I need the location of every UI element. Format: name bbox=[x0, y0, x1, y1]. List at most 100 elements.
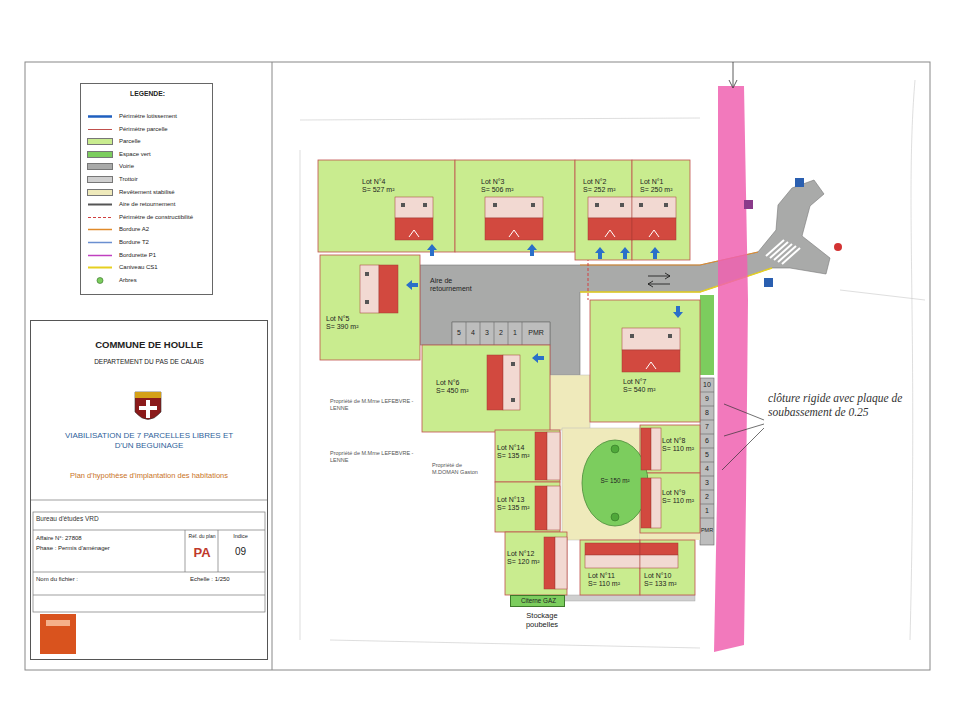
text-block: Lot N°6S= 450 m² bbox=[436, 379, 469, 396]
plan-shape bbox=[509, 230, 519, 237]
lot-label: S= 540 m² bbox=[623, 386, 656, 394]
legend-row: Voirie bbox=[87, 162, 208, 171]
lot-label: Lot N°6 bbox=[436, 379, 469, 387]
lot-parcel: Lot N°4S= 527 m² bbox=[318, 160, 455, 252]
parking-number: 3 bbox=[700, 479, 714, 487]
lot-parcel: Lot N°5S= 390 m² bbox=[320, 255, 420, 360]
handwritten-note: clôture rigide avec plaque de soubasseme… bbox=[768, 392, 903, 420]
plan-shape bbox=[714, 86, 748, 652]
text-block: Lot N°5S= 390 m² bbox=[326, 315, 359, 332]
plan-shape bbox=[646, 362, 656, 369]
plan-shape bbox=[580, 540, 640, 595]
plan-shape bbox=[320, 255, 420, 360]
plan-shape bbox=[135, 392, 161, 398]
lot-label: S= 110 m² bbox=[588, 580, 620, 588]
plan-shape bbox=[33, 595, 265, 596]
cartouche-field: Echelle : 1/250 bbox=[190, 576, 264, 583]
plan-shape bbox=[700, 462, 714, 463]
title-text: VIABILISATION DE 7 PARCELLES LIBRES ET D… bbox=[59, 431, 239, 450]
sheet-frame bbox=[25, 62, 930, 670]
legend-sample bbox=[87, 200, 113, 209]
lot-parcel: Lot N°9S= 110 m² bbox=[640, 473, 700, 533]
plan-shape bbox=[840, 290, 925, 300]
plan-shape bbox=[641, 428, 651, 470]
lot-parcel: Lot N°10S= 133 m² bbox=[640, 540, 695, 595]
line-sample bbox=[88, 242, 112, 244]
title-text: DEPARTEMENT DU PAS DE CALAIS bbox=[39, 358, 259, 366]
plan-shape bbox=[452, 322, 550, 345]
legend-row: Parcelle bbox=[87, 137, 208, 146]
plan-shape bbox=[218, 530, 219, 572]
legend-swatch bbox=[87, 138, 113, 145]
houses bbox=[360, 197, 680, 589]
plan-shape bbox=[782, 248, 800, 264]
plan-shape bbox=[611, 513, 619, 521]
legend-row: Bordurette P1 bbox=[87, 251, 208, 260]
plan-shape bbox=[40, 614, 76, 654]
lot-label: S= 506 m² bbox=[481, 186, 514, 194]
plan-shape bbox=[582, 440, 648, 526]
plan-shape bbox=[724, 404, 764, 420]
hedge-fence bbox=[714, 62, 748, 652]
plan-reference: PA bbox=[186, 545, 218, 561]
plan-shape bbox=[834, 243, 842, 251]
walkways bbox=[550, 295, 714, 601]
cartouche-field: Bureau d'études VRD bbox=[36, 515, 176, 523]
legend-text: Périmètre parcelle bbox=[119, 125, 168, 134]
plan-shape bbox=[360, 265, 379, 313]
plan-shape bbox=[135, 392, 161, 420]
lot-label: S= 110 m² bbox=[662, 497, 694, 505]
plan-shape bbox=[588, 258, 589, 300]
lot-label: S= 110 m² bbox=[662, 445, 694, 453]
plan-shape bbox=[673, 306, 683, 318]
plan-shape bbox=[640, 473, 700, 533]
plan-shape bbox=[25, 62, 930, 670]
plan-shape bbox=[532, 353, 544, 363]
green-space-oval: S= 150 m² bbox=[582, 440, 648, 526]
plan-shape bbox=[503, 355, 520, 410]
line-sample bbox=[88, 229, 112, 231]
plan-shape bbox=[406, 280, 418, 290]
plan-shape bbox=[700, 476, 714, 477]
plan-shape bbox=[585, 543, 640, 555]
legend-sample bbox=[87, 276, 113, 285]
parking-number: 4 bbox=[700, 465, 714, 473]
plan-shape bbox=[427, 244, 437, 256]
lot-parcel: Lot N°12S= 120 m² bbox=[505, 532, 567, 595]
text-block: Lot N°10S= 133 m² bbox=[644, 572, 677, 589]
legend-sample bbox=[87, 238, 113, 247]
text-block: Lot N°9S= 110 m² bbox=[662, 489, 694, 506]
lot-parcel: Lot N°8S= 110 m² bbox=[640, 425, 700, 473]
plan-shape bbox=[630, 334, 634, 338]
cartouche-lines bbox=[30, 500, 268, 612]
plan-shape bbox=[547, 486, 560, 530]
plan-shape bbox=[588, 218, 632, 240]
legend-text: Caniveau CS1 bbox=[119, 263, 158, 272]
lot-label: S= 150 m² bbox=[582, 477, 648, 485]
plan-shape bbox=[46, 620, 70, 626]
lot-label: Lot N°3 bbox=[481, 178, 514, 186]
plan-shape bbox=[700, 295, 714, 375]
text-block: Lot N°3S= 506 m² bbox=[481, 178, 514, 195]
title-text: COMMUNE DE HOULLE bbox=[39, 339, 259, 350]
lot-parcel: Lot N°13S= 135 m² bbox=[495, 482, 560, 532]
lot-label: Lot N°14 bbox=[497, 444, 530, 452]
legend-row: Périmètre de constructibilité bbox=[87, 213, 208, 222]
plan-shape bbox=[668, 334, 672, 338]
plan-shape bbox=[700, 434, 714, 435]
lot-parcel: Lot N°2S= 252 m² bbox=[575, 160, 632, 260]
text-block: Lot N°7S= 540 m² bbox=[623, 378, 656, 395]
road-signs bbox=[744, 178, 842, 287]
cartouche-field: Affaire N°: 27808 bbox=[36, 535, 176, 542]
plan-shape bbox=[495, 482, 560, 532]
lot-parcel: Lot N°7S= 540 m² bbox=[590, 300, 700, 422]
plan-shape bbox=[505, 532, 567, 595]
plan-shape bbox=[588, 197, 632, 218]
text-block: Lot N°1S= 250 m² bbox=[640, 178, 673, 195]
plan-shape bbox=[641, 478, 651, 528]
plan-shape bbox=[722, 428, 764, 470]
town-crest bbox=[135, 392, 161, 420]
parking-number: PMR bbox=[522, 329, 550, 337]
lot-label: S= 527 m² bbox=[362, 186, 395, 194]
